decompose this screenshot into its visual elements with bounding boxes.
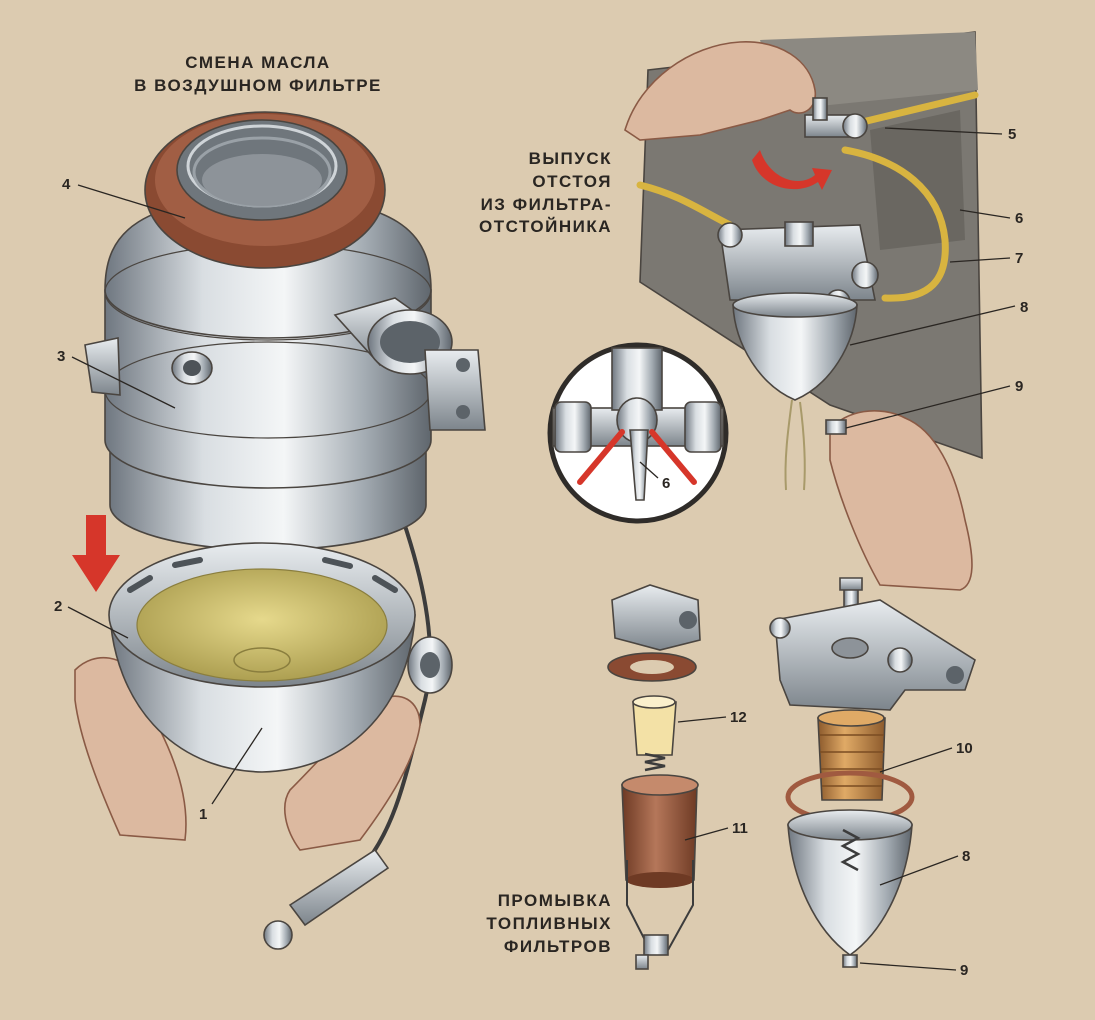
- air-filter-title: СМЕНА МАСЛА В ВОЗДУШНОМ ФИЛЬТРЕ: [134, 53, 382, 95]
- callout-6: 6: [1015, 210, 1023, 227]
- drain-title-line2: ОТСТОЯ: [532, 172, 612, 191]
- tap-turn-arrow: [752, 150, 832, 190]
- air-filter-title-line1: СМЕНА МАСЛА: [185, 53, 330, 72]
- callout-2: 2: [54, 598, 62, 615]
- fine-filter-cap: [611, 584, 701, 651]
- callout-9: 9: [1015, 378, 1023, 395]
- sediment-drain-callouts: 5 6 7 8 9: [845, 126, 1028, 429]
- coarse-filter-drain-plug-9: [842, 954, 858, 968]
- coarse-filter-bowl-8: [787, 809, 913, 956]
- filter-flush-title: ПРОМЫВКА ТОПЛИВНЫХ ФИЛЬТРОВ: [486, 891, 612, 956]
- bottom-hand: [829, 410, 973, 591]
- air-filter-callouts: 4 3 2 1: [54, 176, 263, 823]
- drain-title-line4: ОТСТОЙНИКА: [479, 217, 612, 236]
- inset-callout-6: 6: [662, 475, 670, 492]
- flush-title-line1: ПРОМЫВКА: [498, 891, 612, 910]
- flush-right-callouts: 10 8 9: [859, 740, 973, 979]
- callout-8: 8: [1020, 299, 1028, 316]
- callout-7: 7: [1015, 250, 1023, 267]
- callout-12: 12: [730, 709, 747, 726]
- fine-filter-drain-fitting: [635, 934, 669, 970]
- drain-title-line3: ИЗ ФИЛЬТРА-: [481, 195, 612, 214]
- drain-tap-5: [804, 97, 868, 139]
- callout-1: 1: [199, 806, 207, 823]
- top-hand: [624, 41, 816, 141]
- air-filter-nipple: [171, 351, 213, 385]
- oil-surface: [136, 568, 388, 682]
- air-filter-title-line2: В ВОЗДУШНОМ ФИЛЬТРЕ: [134, 76, 382, 95]
- callout-11: 11: [732, 820, 748, 837]
- drain-plug-9: [825, 419, 847, 435]
- sediment-stream: [784, 399, 806, 491]
- sediment-drain-title: ВЫПУСК ОТСТОЯ ИЗ ФИЛЬТРА- ОТСТОЙНИКА: [479, 149, 612, 236]
- air-filter-bracket: [424, 349, 486, 431]
- oil-bowl: [108, 542, 416, 773]
- callout-5: 5: [1008, 126, 1016, 143]
- coarse-filter-housing: [769, 577, 976, 711]
- fine-filter-gasket: [607, 652, 697, 682]
- sediment-filter-housing: [717, 221, 879, 315]
- filter-wire-handle: [626, 860, 694, 951]
- flush-title-line3: ФИЛЬТРОВ: [504, 937, 612, 956]
- air-filter-rubber-ring: [144, 111, 386, 269]
- left-hand: [74, 656, 187, 841]
- drain-title-line1: ВЫПУСК: [529, 149, 612, 168]
- callout-4: 4: [62, 176, 71, 193]
- housing-clip-left: [84, 337, 121, 396]
- cable-lever: [263, 848, 390, 950]
- fine-filter-spring: [644, 752, 666, 772]
- callout-10: 10: [956, 740, 973, 757]
- bowl-wing-nut: [407, 636, 453, 694]
- coarse-filter-element-10: [817, 709, 886, 801]
- callout-9-plug: 9: [960, 962, 968, 979]
- flush-left-callouts: 12 11: [677, 709, 748, 841]
- tap-detail-inset: 6: [547, 342, 729, 524]
- flush-title-line2: ТОПЛИВНЫХ: [486, 914, 612, 933]
- fine-filter-element-12: [632, 695, 677, 756]
- drain-cable: [358, 469, 432, 872]
- fuel-lines: [636, 91, 979, 302]
- callout-3: 3: [57, 348, 65, 365]
- lower-bowl-arrow: [72, 515, 120, 592]
- sediment-bowl-8: [732, 292, 858, 401]
- callout-8-bowl: 8: [962, 848, 970, 865]
- fine-filter-cartridge-11: [621, 774, 699, 888]
